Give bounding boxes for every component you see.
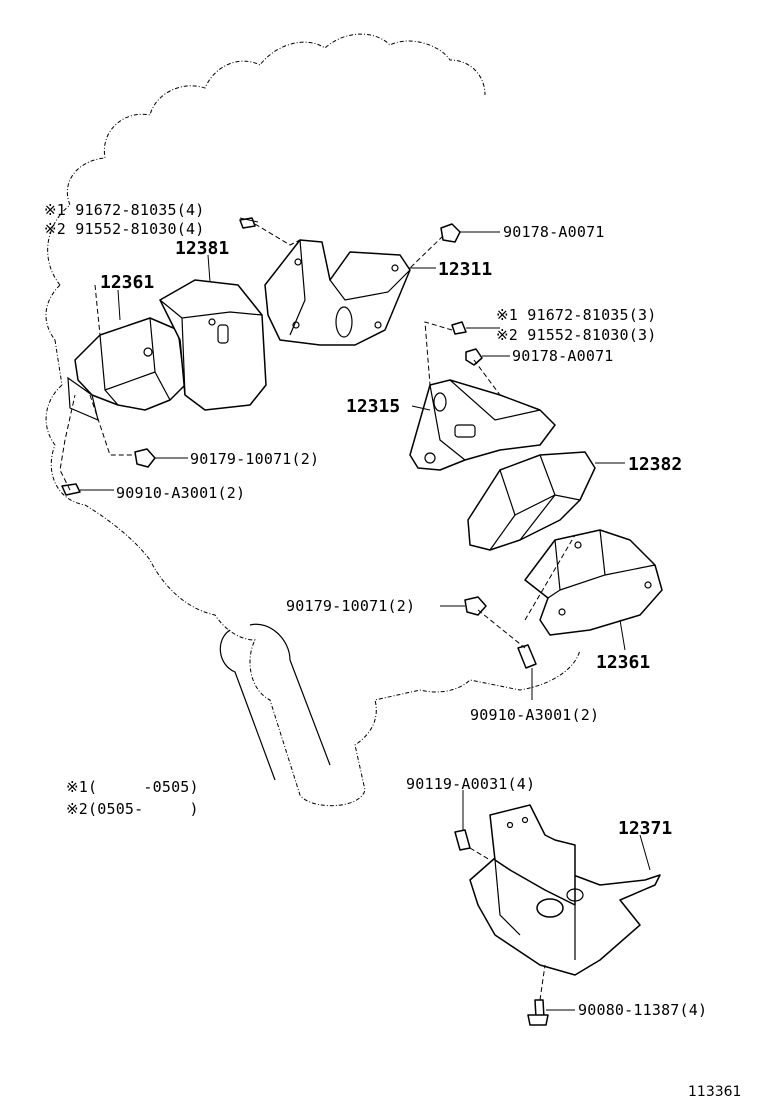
callout-12361-right: 12361	[596, 652, 650, 673]
bracket-12311-shape	[264, 239, 411, 346]
callout-90910-left: 90910-A3001(2)	[116, 484, 245, 502]
note-1: ※1( -0505)	[66, 778, 199, 796]
insulator-12371-shape	[469, 804, 661, 976]
callout-12382: 12382	[628, 454, 682, 475]
callout-91672-left: ※1 91672-81035(4)	[44, 201, 204, 219]
callout-90179-right: 90179-10071(2)	[286, 597, 415, 615]
diagram-reference-number: 113361	[688, 1084, 741, 1100]
callout-12315: 12315	[346, 396, 400, 417]
callout-90080: 90080-11387(4)	[578, 1001, 707, 1019]
engine-outline	[45, 33, 581, 807]
assembly-lines	[59, 223, 576, 1001]
callout-90179-left: 90179-10071(2)	[190, 450, 319, 468]
leader-lines	[80, 217, 651, 1011]
callout-12371: 12371	[618, 818, 672, 839]
callout-91672-right: ※1 91672-81035(3)	[496, 306, 656, 324]
fastener-shapes	[61, 217, 549, 1026]
engine-shaft	[219, 623, 331, 781]
insulator-12381-shape	[159, 279, 267, 411]
callout-12381: 12381	[175, 238, 229, 259]
callout-90910-right: 90910-A3001(2)	[470, 706, 599, 724]
callout-90178-top: 90178-A0071	[503, 223, 605, 241]
insulator-12382-shape	[467, 451, 596, 551]
callout-90178-mid: 90178-A0071	[512, 347, 614, 365]
callout-91552-left: ※2 91552-81030(4)	[44, 220, 204, 238]
callout-12311: 12311	[438, 259, 492, 280]
insulator-12361-right-shape	[524, 529, 663, 636]
callout-91552-right: ※2 91552-81030(3)	[496, 326, 656, 344]
callout-90119: 90119-A0031(4)	[406, 775, 535, 793]
note-2: ※2(0505- )	[66, 800, 199, 818]
insulator-12361-left-shape	[67, 317, 186, 422]
bracket-12315-shape	[409, 379, 556, 471]
callout-12361-left: 12361	[100, 272, 154, 293]
